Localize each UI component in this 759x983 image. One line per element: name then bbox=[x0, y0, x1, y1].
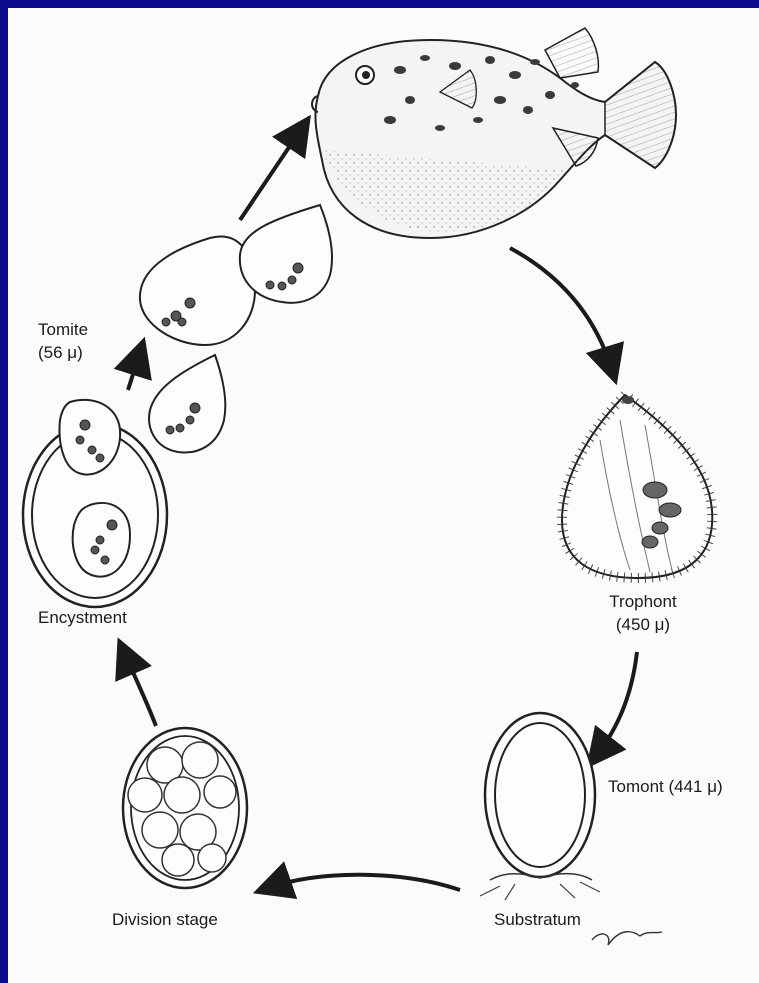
encystment-cyst bbox=[23, 400, 167, 607]
trophont-label: Trophont bbox=[598, 592, 688, 612]
artist-signature bbox=[592, 932, 662, 945]
tomite-label: Tomite bbox=[38, 320, 88, 340]
arrow-division-to-encystment bbox=[124, 652, 156, 726]
trophont-cell bbox=[562, 395, 712, 578]
arrow-tomite-to-fish bbox=[240, 128, 302, 220]
arrow-trophont-to-tomont bbox=[596, 652, 637, 756]
division-stage-cyst bbox=[123, 728, 247, 888]
arrow-encystment-to-tomite bbox=[128, 352, 140, 390]
arrow-fish-to-trophont bbox=[510, 248, 612, 370]
pufferfish-icon bbox=[312, 28, 676, 238]
encystment-label: Encystment bbox=[38, 608, 127, 628]
division-stage-label: Division stage bbox=[112, 910, 218, 930]
arrow-tomont-to-division bbox=[268, 875, 460, 890]
trophont-size-label: (450 μ) bbox=[598, 615, 688, 635]
tomont-cyst bbox=[480, 713, 600, 900]
tomite-cells bbox=[140, 205, 332, 453]
tomont-label: Tomont (441 μ) bbox=[608, 777, 723, 797]
substratum-label: Substratum bbox=[494, 910, 581, 930]
tomite-size-label: (56 μ) bbox=[38, 343, 83, 363]
